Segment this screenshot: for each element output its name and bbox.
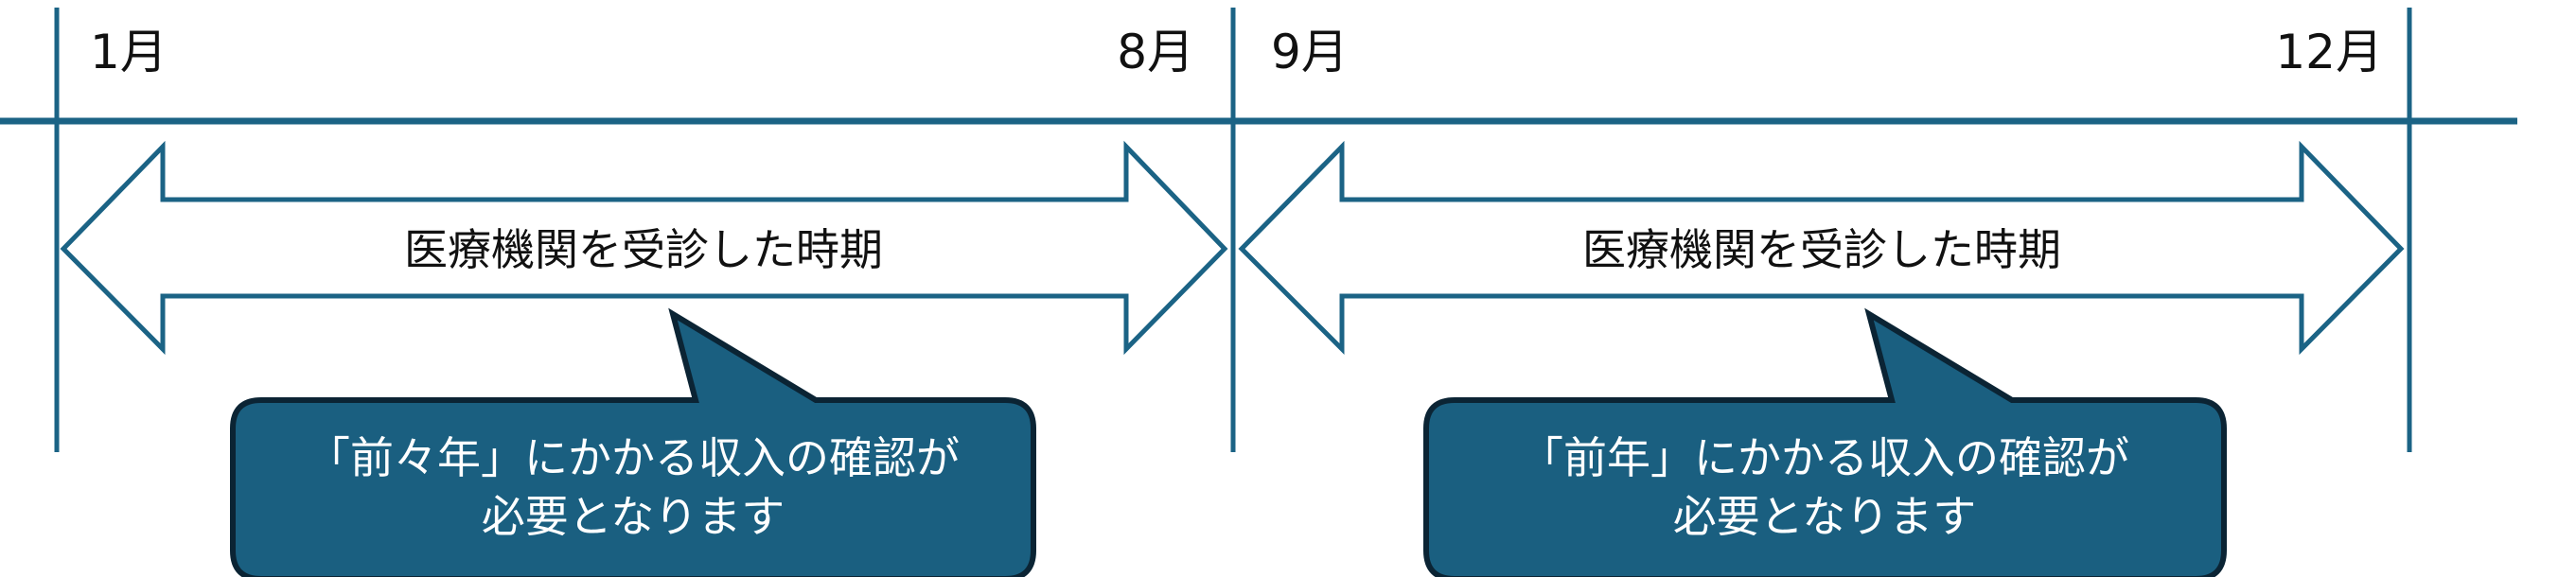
callout-1-line1: 「前々年」にかかる収入の確認が <box>307 432 960 483</box>
callout-2-line1: 「前年」にかかる収入の確認が <box>1520 432 2129 483</box>
callout-1: 「前々年」にかかる収入の確認が 必要となります <box>230 307 1036 577</box>
period-arrow-1-label: 医療機関を受診した時期 <box>404 224 883 275</box>
period-arrow-2 <box>1238 140 2405 356</box>
callout-2-line2: 必要となります <box>1673 491 1977 542</box>
callout-1-line2: 必要となります <box>482 491 785 542</box>
month-label-dec: 12月 <box>2275 25 2383 79</box>
month-label-jan: 1月 <box>90 25 168 79</box>
month-label-sep: 9月 <box>1271 25 1349 79</box>
period-arrow-2-label: 医療機関を受診した時期 <box>1582 224 2061 275</box>
month-label-aug: 8月 <box>1117 25 1194 79</box>
callout-2: 「前年」にかかる収入の確認が 必要となります <box>1423 307 2227 577</box>
period-arrow-1 <box>60 140 1228 356</box>
